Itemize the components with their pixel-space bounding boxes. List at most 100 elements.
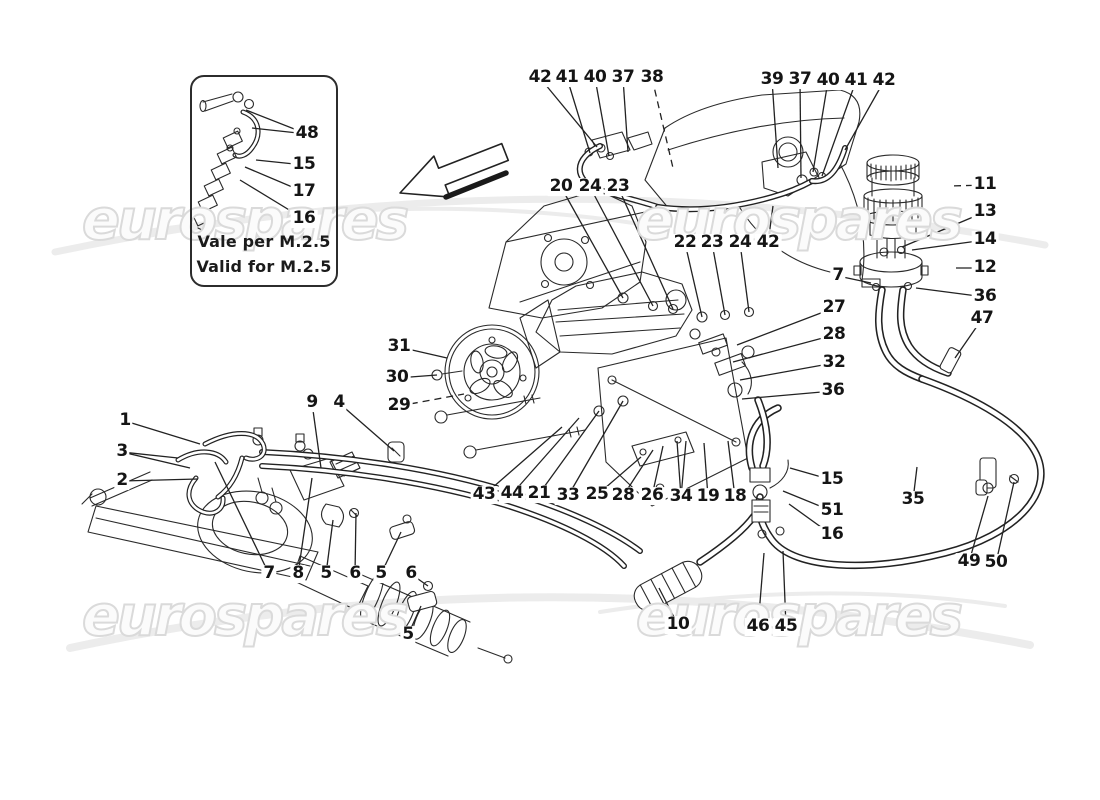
leader-line-6-screw1 <box>354 512 357 575</box>
oil-reservoir-sketch <box>853 154 929 292</box>
callout-43: 43 <box>470 484 498 505</box>
leader-line-18 <box>727 440 736 498</box>
callout-39: 39 <box>758 69 786 90</box>
callout-27: 27 <box>820 297 848 318</box>
callout-36-pump: 36 <box>819 380 847 401</box>
callout-9: 9 <box>304 392 320 413</box>
callout-41-top-right: 41 <box>842 70 870 91</box>
leader-line-42-top-left <box>539 77 598 148</box>
callout-5-clamp3: 5 <box>400 624 416 645</box>
leader-line-45 <box>782 550 787 628</box>
callout-24-upper: 24 <box>576 176 604 197</box>
leader-line-23-upper <box>617 186 674 310</box>
callout-30: 30 <box>383 367 411 388</box>
callout-40-top-right: 40 <box>814 70 842 91</box>
callout-37-top-right: 37 <box>786 69 814 90</box>
leader-line-2 <box>121 478 199 482</box>
leader-line-8 <box>297 477 313 575</box>
callout-14: 14 <box>971 229 999 250</box>
callout-23-upper: 23 <box>604 176 632 197</box>
callout-44: 44 <box>498 483 526 504</box>
leader-line-50 <box>995 481 1015 564</box>
callout-22: 22 <box>671 232 699 253</box>
callout-24-mid: 24 <box>726 232 754 253</box>
callout-42-top-right: 42 <box>870 70 898 91</box>
leader-line-33 <box>567 400 624 497</box>
callout-6-screw2: 6 <box>403 563 419 584</box>
leader-line-37-top-right <box>799 79 802 179</box>
leader-line-40-top-left <box>594 77 610 157</box>
callout-33: 33 <box>554 485 582 506</box>
leader-line-21 <box>538 410 600 495</box>
leader-line-41-top-left <box>566 77 591 154</box>
callout-23-mid: 23 <box>698 232 726 253</box>
leader-line-23-mid <box>711 242 726 316</box>
callout-42-top-left: 42 <box>526 67 554 88</box>
callout-7-reservoir: 7 <box>830 265 846 286</box>
callout-16-inset: 16 <box>290 208 318 229</box>
inset-joint-sketch <box>192 91 258 233</box>
callout-2: 2 <box>114 470 130 491</box>
leader-line-39 <box>771 79 779 169</box>
heat-sleeve-sketch <box>633 560 703 612</box>
leader-line-44 <box>511 417 580 495</box>
leader-line-20 <box>560 186 624 299</box>
watermark-swoosh <box>51 195 1049 652</box>
callout-40-top-left: 40 <box>581 67 609 88</box>
callout-45: 45 <box>772 616 800 637</box>
callout-31: 31 <box>385 336 413 357</box>
callout-29: 29 <box>385 395 413 416</box>
leader-line-27 <box>736 307 835 346</box>
callout-19: 19 <box>694 486 722 507</box>
callout-12: 12 <box>971 257 999 278</box>
leader-line-34 <box>676 440 682 498</box>
leader-line-4 <box>338 402 395 452</box>
leader-line-7-rack <box>214 461 270 575</box>
callout-26: 26 <box>638 485 666 506</box>
callout-8: 8 <box>290 563 306 584</box>
callout-15-inset: 15 <box>290 154 318 175</box>
engine-assembly-sketch <box>488 89 865 319</box>
callout-7-rack: 7 <box>261 563 277 584</box>
leader-line-1 <box>124 420 201 445</box>
leader-line-34 <box>680 440 687 498</box>
leader-line-37-top-left <box>622 77 629 153</box>
callout-3: 3 <box>114 441 130 462</box>
leader-line-36-pump <box>741 390 834 400</box>
leader-line-28-right <box>732 334 835 363</box>
callout-51: 51 <box>818 500 846 521</box>
callout-48: 48 <box>293 123 321 144</box>
callout-5-clamp1: 5 <box>318 563 334 584</box>
leader-line-3 <box>121 451 191 469</box>
leader-line-13 <box>901 211 986 248</box>
callout-18: 18 <box>721 486 749 507</box>
leader-line-22 <box>684 242 703 318</box>
leader-line-46 <box>757 552 765 628</box>
callout-6-screw1: 6 <box>347 563 363 584</box>
callout-35: 35 <box>899 489 927 510</box>
callout-10: 10 <box>664 614 692 635</box>
callout-25: 25 <box>583 484 611 505</box>
callout-34: 34 <box>667 486 695 507</box>
leader-line-40-top-right <box>812 80 829 173</box>
leader-line-38 <box>651 77 674 169</box>
leader-line-49 <box>968 495 989 563</box>
leader-line-3 <box>121 451 179 459</box>
callout-16-hose: 16 <box>818 524 846 545</box>
callout-28-bottom: 28 <box>609 485 637 506</box>
steering-rack-sketch <box>81 427 513 664</box>
leader-line-24-mid <box>739 242 750 313</box>
leader-line-32 <box>739 362 835 381</box>
callout-20: 20 <box>547 176 575 197</box>
leader-line-9 <box>311 402 322 469</box>
callout-17: 17 <box>290 181 318 202</box>
callout-38: 38 <box>638 67 666 88</box>
callout-32: 32 <box>820 352 848 373</box>
callout-36-reservoir: 36 <box>971 286 999 307</box>
leader-line-5-clamp1 <box>325 519 334 575</box>
callout-49: 49 <box>955 551 983 572</box>
callout-41-top-left: 41 <box>553 67 581 88</box>
leader-line-24-upper <box>589 186 654 307</box>
